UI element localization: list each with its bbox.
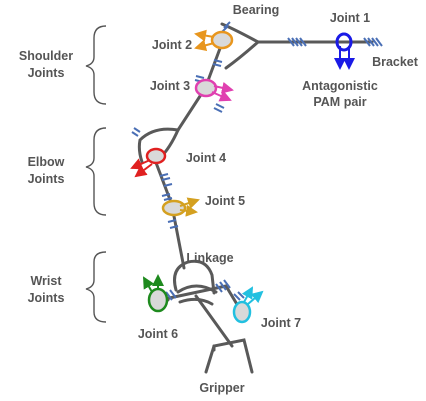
joint6-label: Joint 6 (138, 327, 178, 341)
wrist-brace (85, 251, 107, 323)
joint5-label: Joint 5 (205, 194, 245, 208)
joint1-pam-pair (334, 32, 355, 70)
joint7-label: Joint 7 (261, 316, 301, 330)
gripper-label: Gripper (199, 381, 244, 395)
joint1-label: Joint 1 (330, 11, 370, 25)
elbow-label-line1: Elbow (28, 155, 65, 169)
shoulder-brace (85, 25, 107, 105)
bracket-label: Bracket (372, 55, 419, 69)
joint5-marker (161, 197, 200, 217)
shoulder-label-line2: Joints (28, 66, 65, 80)
pam-pair-label-line2: PAM pair (313, 95, 366, 109)
joint4-label: Joint 4 (186, 151, 226, 165)
joint2-label: Joint 2 (152, 38, 192, 52)
elbow-label-line2: Joints (28, 172, 65, 186)
joint3-marker (194, 78, 234, 102)
hatch-marks (131, 21, 383, 301)
joint2-marker (194, 29, 234, 52)
elbow-brace (85, 127, 107, 216)
joint4-marker (130, 147, 167, 178)
arm-links (137, 22, 374, 374)
linkage-label: Linkage (186, 251, 233, 265)
wrist-label-line1: Wrist (30, 274, 62, 288)
joint6-marker (143, 274, 169, 313)
bearing-label: Bearing (233, 3, 280, 17)
wrist-label-line2: Joints (28, 291, 65, 305)
shoulder-label-line1: Shoulder (19, 49, 73, 63)
joint7-marker (232, 286, 264, 324)
joint3-label: Joint 3 (150, 79, 190, 93)
pam-pair-label-line1: Antagonistic (302, 79, 378, 93)
